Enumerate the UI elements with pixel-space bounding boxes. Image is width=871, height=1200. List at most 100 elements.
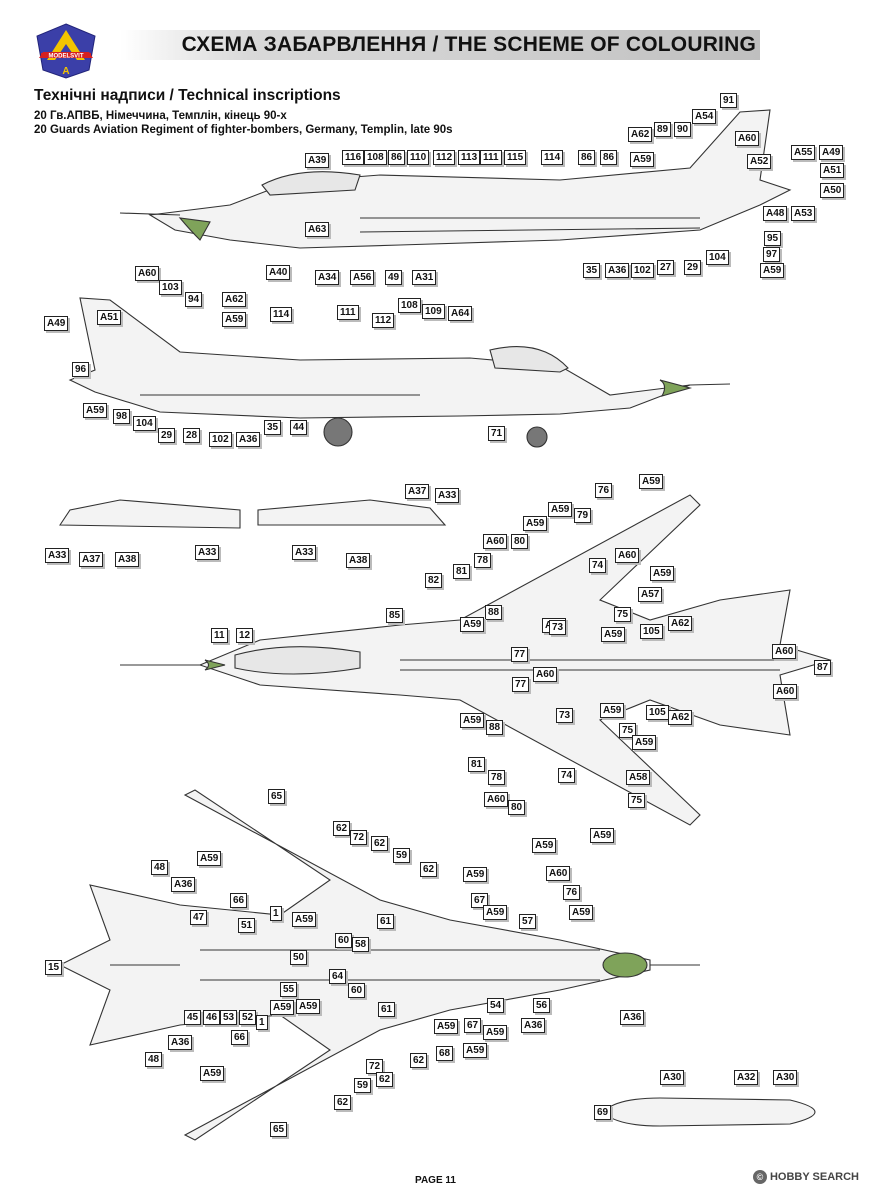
callout-label: 59: [354, 1078, 372, 1093]
side-view-right-nose: [68, 297, 731, 448]
callout-label: A31: [412, 270, 437, 285]
callout-label: A62: [668, 710, 693, 725]
callout-label: A60: [135, 266, 160, 281]
callout-label: A54: [692, 109, 717, 124]
callout-label: 91: [720, 93, 738, 108]
callout-label: A56: [350, 270, 375, 285]
callout-label: A63: [305, 222, 330, 237]
drop-tank-views: [58, 499, 447, 529]
callout-label: A59: [601, 627, 626, 642]
callout-label: A57: [638, 587, 663, 602]
callout-label: 69: [594, 1105, 612, 1120]
callout-label: 81: [453, 564, 471, 579]
callout-label: A49: [819, 145, 844, 160]
callout-label: 29: [684, 260, 702, 275]
callout-label: 111: [480, 150, 502, 165]
callout-label: A36: [605, 263, 630, 278]
callout-label: A59: [483, 905, 508, 920]
callout-label: 114: [270, 307, 293, 322]
top-view: [120, 494, 832, 826]
callout-label: 71: [488, 426, 506, 441]
callout-label: 44: [290, 420, 308, 435]
callout-label: A38: [115, 552, 140, 567]
callout-label: A59: [600, 703, 625, 718]
callout-label: 81: [468, 757, 486, 772]
callout-label: A59: [639, 474, 664, 489]
callout-label: 105: [640, 624, 663, 639]
callout-label: 56: [533, 998, 551, 1013]
callout-label: 48: [151, 860, 169, 875]
callout-label: A60: [772, 644, 797, 659]
callout-label: A36: [171, 877, 196, 892]
callout-label: 62: [410, 1053, 428, 1068]
callout-label: 72: [366, 1059, 384, 1074]
callout-label: 112: [433, 150, 456, 165]
callout-label: A59: [292, 912, 317, 927]
callout-label: 67: [464, 1018, 482, 1033]
callout-label: 102: [631, 263, 654, 278]
subtitle-en: 20 Guards Aviation Regiment of fighter-b…: [34, 124, 453, 136]
callout-label: 35: [583, 263, 601, 278]
callout-label: A32: [734, 1070, 759, 1085]
callout-label: A60: [546, 866, 571, 881]
callout-label: A60: [735, 131, 760, 146]
callout-label: 95: [764, 231, 782, 246]
callout-label: A37: [405, 484, 430, 499]
callout-label: 35: [264, 420, 282, 435]
callout-label: 98: [113, 409, 131, 424]
callout-label: 97: [763, 247, 781, 262]
callout-label: 86: [388, 150, 406, 165]
callout-label: A62: [628, 127, 653, 142]
header-band: [120, 30, 760, 60]
callout-label: A55: [791, 145, 816, 160]
callout-label: 87: [814, 660, 832, 675]
callout-label: 116: [342, 150, 365, 165]
callout-label: 11: [211, 628, 228, 643]
callout-label: 75: [628, 793, 646, 808]
callout-label: 80: [511, 534, 529, 549]
small-pod: [604, 1097, 816, 1127]
callout-label: A40: [266, 265, 291, 280]
callout-label: A36: [521, 1018, 546, 1033]
callout-label: 52: [239, 1010, 257, 1025]
logo-letter: A: [62, 66, 69, 77]
callout-label: 62: [333, 821, 351, 836]
callout-label: 115: [504, 150, 527, 165]
callout-label: 66: [230, 893, 248, 908]
callout-label: A39: [305, 153, 330, 168]
callout-label: 12: [236, 628, 254, 643]
callout-label: 74: [589, 558, 607, 573]
callout-label: 78: [474, 553, 492, 568]
callout-label: 112: [372, 313, 395, 328]
callout-label: A59: [523, 516, 548, 531]
callout-label: A59: [760, 263, 785, 278]
callout-label: A60: [533, 667, 558, 682]
callout-label: 27: [657, 260, 675, 275]
callout-label: 114: [541, 150, 564, 165]
callout-label: 77: [512, 677, 530, 692]
callout-label: 59: [393, 848, 411, 863]
callout-label: 77: [511, 647, 529, 662]
callout-label: 55: [280, 982, 298, 997]
callout-label: 53: [220, 1010, 238, 1025]
callout-label: A50: [820, 183, 845, 198]
callout-label: 62: [376, 1072, 394, 1087]
callout-label: 75: [619, 723, 637, 738]
callout-label: 66: [231, 1030, 249, 1045]
callout-label: A60: [483, 534, 508, 549]
callout-label: 28: [183, 428, 201, 443]
callout-label: A60: [773, 684, 798, 699]
callout-label: 62: [420, 862, 438, 877]
logo-text: MODELSVIT: [48, 54, 83, 60]
callout-label: A51: [820, 163, 845, 178]
callout-label: 86: [578, 150, 596, 165]
callout-label: A51: [97, 310, 122, 325]
callout-label: 76: [595, 483, 613, 498]
callout-label: A36: [236, 432, 261, 447]
callout-label: A59: [569, 905, 594, 920]
callout-label: A59: [434, 1019, 459, 1034]
callout-label: A30: [660, 1070, 685, 1085]
callout-label: 104: [133, 416, 156, 431]
callout-label: A30: [773, 1070, 798, 1085]
callout-label: A49: [44, 316, 69, 331]
